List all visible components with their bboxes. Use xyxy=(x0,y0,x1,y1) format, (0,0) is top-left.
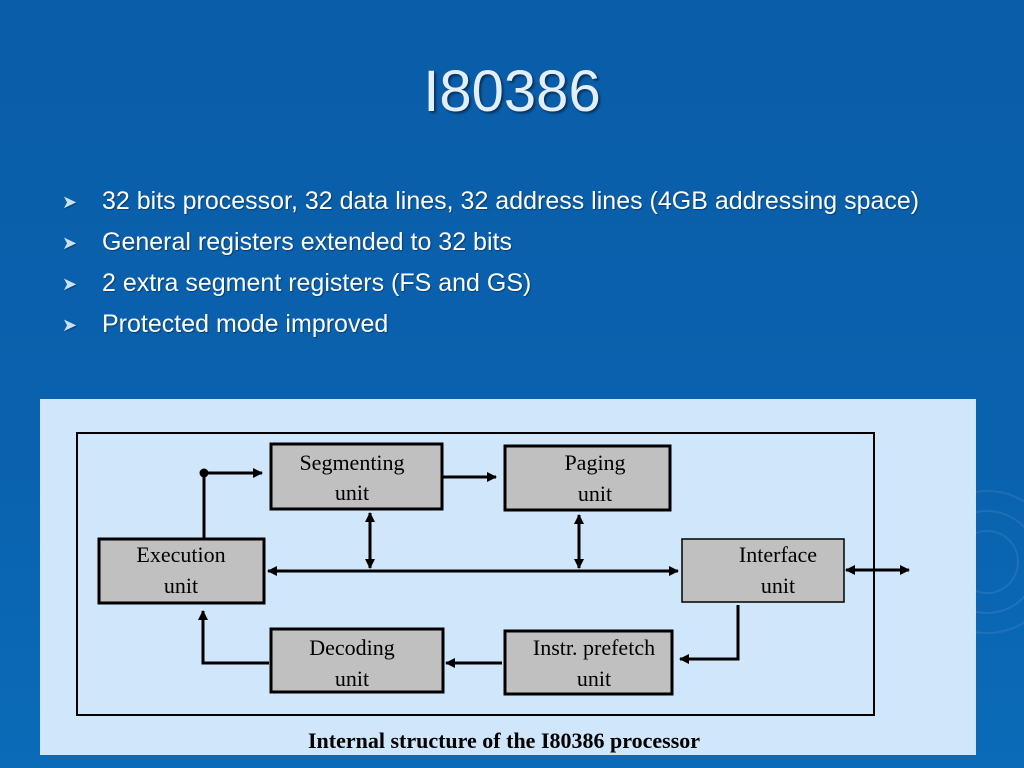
node-prefetch: Instr. prefetch unit xyxy=(503,629,674,696)
node-label: Interface xyxy=(739,542,817,567)
bullet-item: ➤ General registers extended to 32 bits xyxy=(60,225,960,259)
edge-decoding-to-execution xyxy=(198,610,269,665)
bullet-text: General registers extended to 32 bits xyxy=(102,228,512,256)
node-label: unit xyxy=(164,573,198,598)
node-interface: Interface unit xyxy=(681,538,845,603)
chevron-right-icon: ➤ xyxy=(62,192,78,212)
bullet-item: ➤ 2 extra segment registers (FS and GS) xyxy=(60,266,960,300)
node-paging: Paging unit xyxy=(503,444,672,512)
edge-interface-to-prefetch xyxy=(679,605,740,664)
node-label: Execution xyxy=(136,542,225,567)
chevron-right-icon: ➤ xyxy=(62,274,78,294)
edge-execution-to-segmenting xyxy=(202,468,263,538)
slide-title: I80386 xyxy=(423,59,601,124)
node-label: unit xyxy=(335,480,369,505)
figure-panel: Segmenting unit Paging unit Execution un… xyxy=(40,399,976,755)
bullet-list: ➤ 32 bits processor, 32 data lines, 32 ad… xyxy=(60,184,960,348)
junction-dot xyxy=(199,468,209,478)
bullet-text: 32 bits processor, 32 data lines, 32 add… xyxy=(102,187,920,215)
chevron-right-icon: ➤ xyxy=(62,233,78,253)
node-execution: Execution unit xyxy=(97,537,266,605)
node-segmenting: Segmenting unit xyxy=(269,442,444,511)
node-label: unit xyxy=(578,481,612,506)
node-label: Decoding xyxy=(309,635,395,660)
bullet-text: 2 extra segment registers (FS and GS) xyxy=(102,269,532,297)
node-decoding: Decoding unit xyxy=(269,627,445,694)
node-label: unit xyxy=(761,573,795,598)
node-label: unit xyxy=(335,666,369,691)
bullet-text: Protected mode improved xyxy=(102,310,389,338)
node-label: Paging xyxy=(564,450,625,475)
processor-block-diagram: Segmenting unit Paging unit Execution un… xyxy=(76,432,910,753)
node-label: Instr. prefetch xyxy=(533,635,655,660)
chevron-right-icon: ➤ xyxy=(62,315,78,335)
bullet-item: ➤ Protected mode improved xyxy=(60,307,960,341)
bullet-item: ➤ 32 bits processor, 32 data lines, 32 ad… xyxy=(60,184,960,218)
figure-caption: Internal structure of the I80386 process… xyxy=(308,728,700,753)
node-label: Segmenting xyxy=(299,450,404,475)
node-label: unit xyxy=(577,666,611,691)
